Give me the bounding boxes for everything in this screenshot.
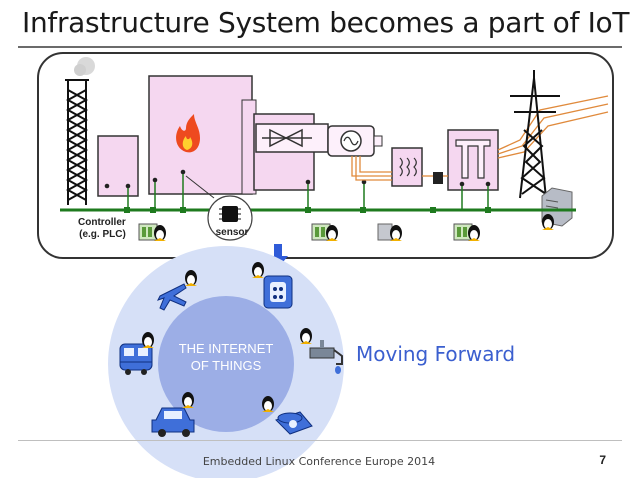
- linux-penguin-icon: [185, 270, 197, 286]
- relay-icon: [433, 172, 443, 184]
- controller-unit-icon: [377, 223, 393, 241]
- controller-label-line2: (e.g. PLC): [79, 229, 126, 240]
- bus-nodes: [124, 207, 491, 213]
- linux-penguin-icon: [468, 225, 480, 241]
- iot-label-line1: THE INTERNET: [178, 341, 274, 356]
- linux-penguin-icon: [300, 328, 312, 344]
- page-number: 7: [599, 453, 606, 467]
- transformer-icon: [391, 147, 423, 187]
- power-lines: [351, 95, 609, 181]
- water-faucet-icon: [309, 340, 343, 374]
- linux-penguin-icon: [182, 392, 194, 408]
- telephone-icon: [275, 411, 313, 435]
- controller-plc-icon: [138, 223, 158, 241]
- sensor-label: sensor: [215, 227, 249, 238]
- airplane-icon: [157, 283, 187, 311]
- train-icon: [119, 343, 153, 375]
- substation-icon: [447, 129, 499, 191]
- linux-penguin-icon: [262, 396, 274, 412]
- flame-icon: [176, 114, 200, 153]
- footer-divider: [18, 440, 622, 441]
- bus-taps: [127, 174, 489, 210]
- transmission-tower-icon: [510, 70, 560, 199]
- controller-label: Controller (e.g. PLC): [78, 217, 126, 241]
- moving-forward-text: Moving Forward: [356, 342, 516, 366]
- iot-center-label: THE INTERNET OF THINGS: [158, 340, 294, 374]
- linux-penguin-icon: [542, 214, 554, 230]
- linux-penguin-icon: [390, 225, 402, 241]
- slide-title: Infrastructure System becomes a part of …: [22, 6, 630, 39]
- generator-icon: [327, 125, 383, 185]
- linux-penguin-icon: [142, 332, 154, 348]
- linux-penguin-icon: [154, 225, 166, 241]
- sensor-icon: [185, 175, 253, 241]
- controller-label-line1: Controller: [78, 217, 126, 228]
- title-divider: [18, 46, 622, 48]
- controller-plc-icon: [453, 223, 473, 241]
- power-outlet-icon: [263, 275, 293, 309]
- iot-label-line2: OF THINGS: [190, 358, 262, 373]
- linux-penguin-icon: [252, 262, 264, 278]
- lattice-tower-left-icon: [65, 79, 89, 205]
- small-building-icon: [97, 135, 139, 197]
- smoke-icon: [74, 57, 95, 76]
- footer-conference: Embedded Linux Conference Europe 2014: [202, 455, 436, 468]
- turbine-building-icon: [253, 113, 329, 191]
- controller-plc-icon: [311, 223, 331, 241]
- boiler-building-icon: [148, 75, 257, 195]
- car-icon: [151, 407, 195, 437]
- linux-penguin-icon: [326, 225, 338, 241]
